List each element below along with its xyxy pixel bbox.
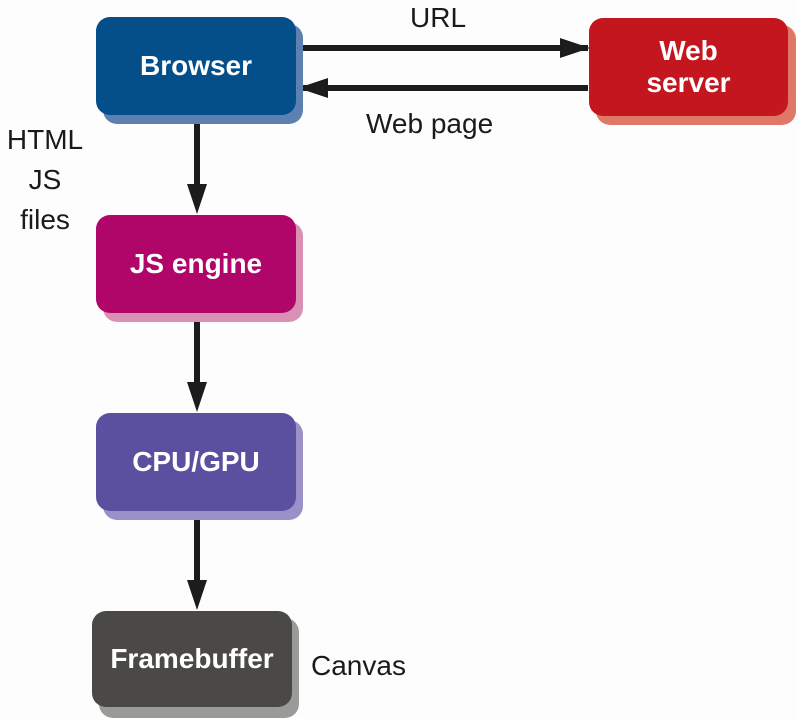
node-js-engine-label: JS engine	[129, 247, 263, 279]
node-browser-box: Browser	[96, 17, 296, 115]
node-browser-label: Browser	[139, 49, 253, 81]
label-html-js-files: HTML JS files	[0, 120, 90, 240]
label-js: JS	[28, 164, 62, 195]
node-web-server-box: Web server	[589, 18, 788, 116]
arrow-web-page	[298, 78, 588, 98]
node-framebuffer-label: Framebuffer	[110, 642, 274, 674]
node-framebuffer: Framebuffer	[92, 611, 307, 719]
label-url: URL	[410, 2, 467, 33]
node-browser: Browser	[96, 17, 307, 126]
arrow-url	[297, 38, 590, 58]
arrow-browser-to-js	[187, 116, 207, 214]
label-html: HTML	[6, 124, 84, 155]
node-web-server-label-line1: Web	[659, 34, 718, 66]
node-cpu-gpu: CPU/GPU	[96, 413, 307, 522]
arrow-cpu-to-framebuffer	[187, 512, 207, 610]
node-cpu-gpu-label: CPU/GPU	[132, 445, 260, 477]
node-web-server-label-line2: server	[646, 67, 731, 98]
node-cpu-gpu-box: CPU/GPU	[96, 413, 296, 511]
label-files: files	[20, 204, 70, 235]
node-js-engine-box: JS engine	[96, 215, 296, 313]
node-js-engine: JS engine	[96, 215, 307, 324]
node-web-server: Web server	[589, 18, 797, 126]
arrow-js-to-cpu	[187, 314, 207, 412]
label-canvas: Canvas	[311, 650, 406, 681]
node-framebuffer-box: Framebuffer	[92, 611, 292, 707]
label-web-page: Web page	[366, 108, 494, 139]
